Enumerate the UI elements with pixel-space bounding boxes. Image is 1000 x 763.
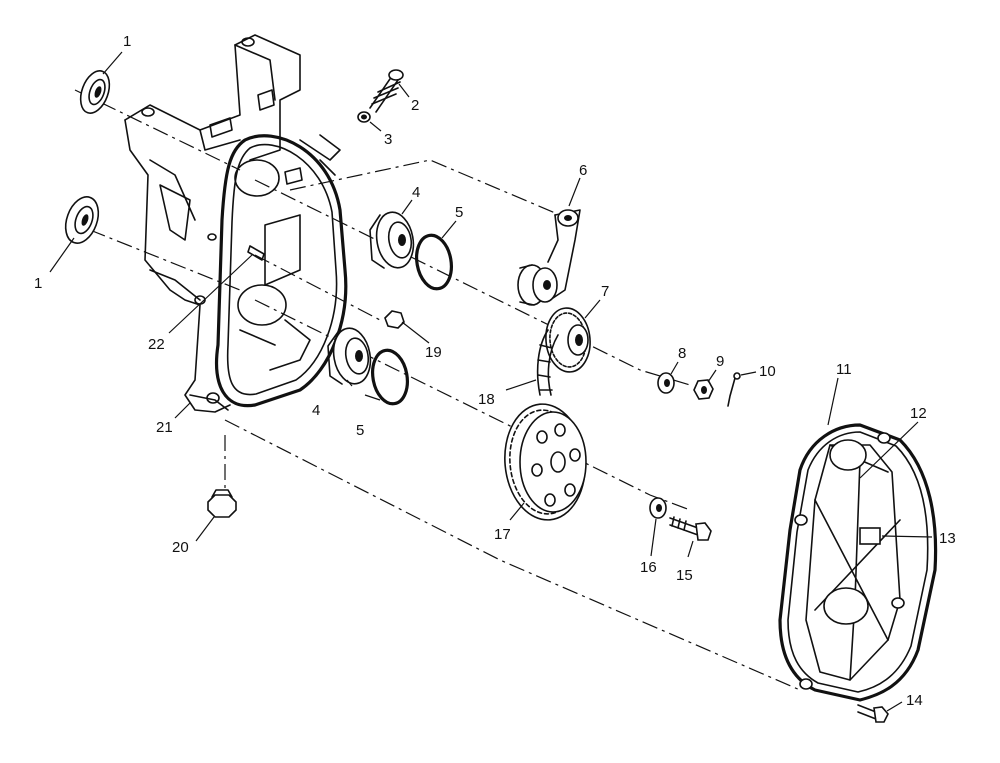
jam-nut [357, 111, 371, 123]
callout-2: 2 [411, 97, 419, 114]
bearing-lower [327, 327, 372, 385]
lower-sprocket [504, 403, 587, 521]
setscrew [247, 245, 265, 261]
callout-12: 12 [910, 405, 927, 422]
callout-5-upper: 5 [455, 204, 463, 221]
slotted-nut [693, 379, 714, 400]
callout-3: 3 [384, 131, 392, 148]
callout-1-upper: 1 [123, 33, 131, 50]
cover-bolt [857, 704, 889, 723]
callout-9: 9 [716, 353, 724, 370]
callout-13: 13 [939, 530, 956, 547]
callout-8: 8 [678, 345, 686, 362]
callout-4-upper: 4 [412, 184, 420, 201]
callout-6: 6 [579, 162, 587, 179]
callout-22: 22 [148, 336, 165, 353]
callout-15: 15 [676, 567, 693, 584]
callout-18: 18 [478, 391, 495, 408]
adjuster-bolt [369, 69, 404, 113]
leader-lines [49, 51, 933, 712]
chaincase-cover [778, 423, 938, 702]
chaincase-housing [124, 34, 348, 413]
callout-16: 16 [640, 559, 657, 576]
cotter-pin [727, 372, 741, 407]
callout-5-lower: 5 [356, 422, 364, 439]
washer [657, 372, 675, 394]
callout-19: 19 [425, 344, 442, 361]
callout-14: 14 [906, 692, 923, 709]
snap-ring-lower [371, 348, 409, 406]
callout-20: 20 [172, 539, 189, 556]
assembly-axes [74, 89, 801, 691]
tensioner-arm [517, 209, 581, 306]
bolt-washer [649, 497, 667, 519]
callout-21: 21 [156, 419, 173, 436]
snap-ring-upper [415, 233, 453, 291]
drive-chain [536, 329, 559, 396]
sprocket-bolt [669, 516, 712, 541]
callouts: 1 1 2 3 4 4 5 5 6 7 8 9 10 11 12 13 14 1… [34, 33, 956, 709]
callout-17: 17 [494, 526, 511, 543]
oil-seal-lower [64, 196, 100, 244]
callout-7: 7 [601, 283, 609, 300]
callout-4-lower: 4 [312, 402, 320, 419]
callout-10: 10 [759, 363, 776, 380]
upper-sprocket [545, 307, 591, 373]
callout-11: 11 [836, 361, 852, 378]
callout-1-lower: 1 [34, 275, 42, 292]
drain-plug [207, 489, 237, 518]
hex-nut [384, 310, 405, 329]
bearing-upper [369, 211, 415, 269]
oil-seal-upper [79, 70, 111, 114]
